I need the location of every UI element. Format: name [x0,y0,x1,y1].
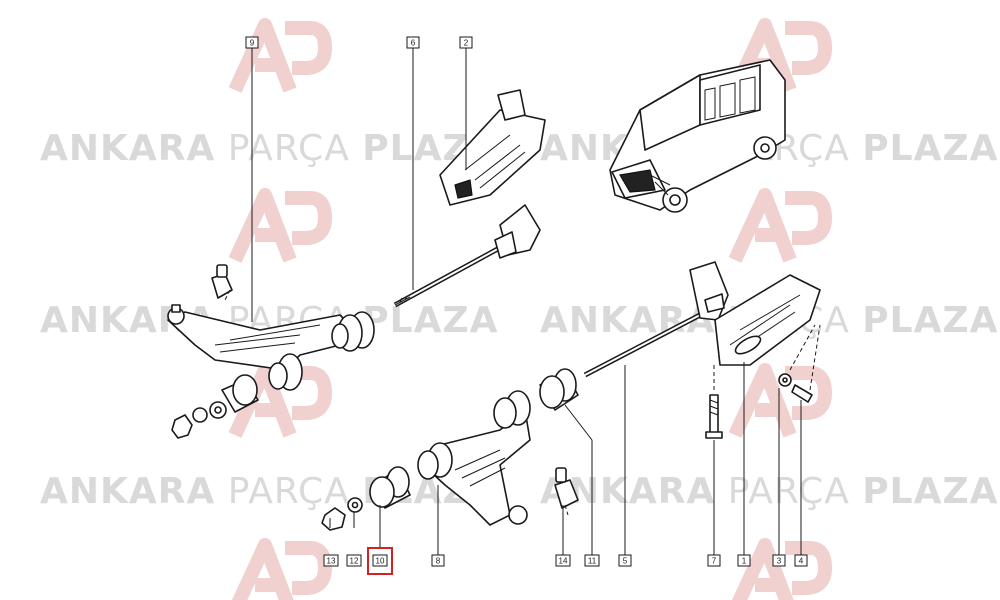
svg-text:10: 10 [376,557,385,566]
bracket-upper [439,89,546,206]
bushing-left-front [268,353,303,391]
svg-text:12: 12 [350,557,359,566]
watermark-row: ANKARA PARÇA PLAZA [540,471,998,512]
svg-text:7: 7 [712,557,717,566]
callout-12: 12 [346,554,362,567]
svg-text:13: 13 [327,557,336,566]
callout-10-highlight [367,547,393,575]
callout-3: 3 [772,554,786,567]
callout-4: 4 [794,554,808,567]
callout-13: 13 [323,554,339,567]
ball-joint-left [211,264,233,299]
callout-11: 11 [584,554,600,567]
tie-rod-lower [583,261,729,378]
van-illustration [609,59,786,213]
callout-14: 14 [555,554,571,567]
callout-6-top: 6 [406,36,420,49]
bushing-10 [369,466,411,509]
watermark-row: ANKARA PARÇA PLAZA [40,128,498,169]
bolt-7 [705,394,723,439]
washer-3 [778,373,792,387]
bolt-4 [791,384,813,403]
svg-text:4: 4 [799,557,804,566]
svg-text:3: 3 [777,557,782,566]
bushing-left-insert [221,374,259,413]
bushing-11 [539,368,579,411]
callout-5: 5 [618,554,632,567]
ap-logo-icon [731,538,832,600]
right-lower-arm [419,409,531,526]
callout-8: 8 [431,554,445,567]
ap-logo-icon [728,188,832,263]
bushing-right-front [417,442,453,480]
ap-logo-icon [228,363,332,438]
svg-text:9: 9 [250,39,255,48]
callout-10: 10 [367,547,393,575]
ball-joint-right [554,467,579,509]
ap-logo-icon [231,538,332,600]
bushing-left-rear [331,311,375,352]
svg-text:1: 1 [742,557,747,566]
nut-washer-left [171,401,227,439]
nut-washer-right [321,497,363,531]
leader-lines [224,48,821,555]
ap-logo-icon [228,18,332,93]
svg-text:11: 11 [588,557,597,566]
svg-text:5: 5 [623,557,628,566]
tie-rod-upper [393,204,541,308]
svg-text:6: 6 [411,39,416,48]
callout-1: 1 [737,554,751,567]
watermark-logos [228,18,832,600]
callout-7: 7 [707,554,721,567]
ap-logo-icon [228,188,332,263]
bushing-right-rear [493,390,531,429]
svg-text:2: 2 [464,39,469,48]
callout-2: 2 [459,36,473,49]
callout-9: 9 [245,36,259,49]
svg-text:14: 14 [559,557,568,566]
ap-logo-icon [728,363,832,438]
bracket-lower [714,274,821,366]
svg-text:8: 8 [436,557,441,566]
